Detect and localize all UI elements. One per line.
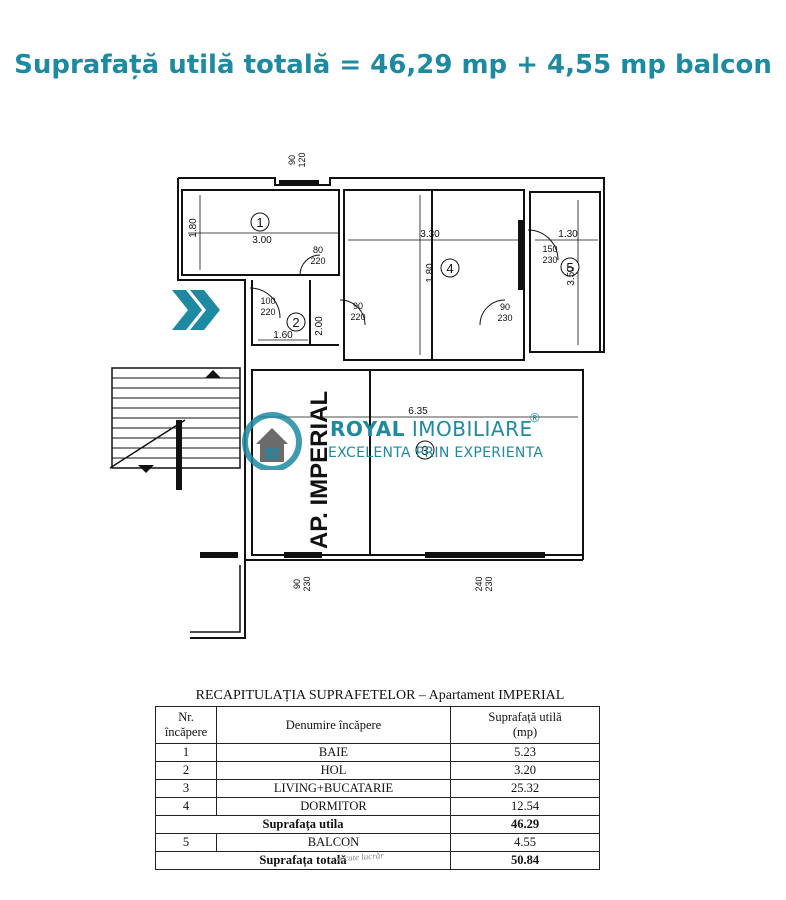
door-swings: [249, 229, 559, 326]
opening-balcony-door-a: 150: [542, 244, 557, 254]
room-number-5: 5: [566, 260, 573, 275]
door-entry: [249, 287, 281, 319]
balcony-walls: [529, 191, 601, 353]
dim-room5-height: 3.50: [566, 266, 577, 286]
recap-header-row: Nr. încăpere Denumire încăpere Suprafață…: [155, 706, 600, 744]
floor-plan: 1 2 3 4 5 3.00 1.80 1.60 2.00 3.30 1.80 …: [109, 152, 605, 639]
dimension-lines: [188, 195, 598, 418]
stair-handrail: [109, 419, 186, 469]
recap-title: RECAPITULAȚIA SUPRAFETELOR – Apartament …: [195, 688, 565, 703]
stair-down-arrow-icon: [138, 465, 154, 473]
lower-wall-outer: [190, 565, 241, 633]
windows: [200, 180, 545, 558]
apartment-label: AP. IMPERIAL: [306, 391, 333, 549]
opening-entry-door-b: 220: [260, 307, 275, 317]
opening-top-window-b: 120: [297, 152, 307, 167]
dim-room4-height: 1.80: [425, 263, 436, 283]
door-hall: [339, 299, 366, 326]
stair-up-arrow-icon: [205, 370, 221, 378]
dim-room1-height: 1.80: [188, 218, 199, 238]
window-left-lower: [200, 552, 238, 558]
opening-bedroom-door-a: 90: [500, 302, 510, 312]
entry-arrow-icon: [172, 290, 220, 330]
opening-entry-door-a: 100: [260, 296, 275, 306]
subtotal-row: Suprafața utila 46.29: [155, 815, 600, 834]
header-area: Suprafață utilă (mp): [450, 706, 600, 744]
window-bottom-right: [425, 552, 545, 558]
opening-hall-door-b: 220: [350, 312, 365, 322]
dim-room2-width: 1.60: [273, 330, 293, 341]
stair-post: [176, 420, 182, 490]
outer-wall-top: [178, 177, 605, 353]
window-bottom-left: [284, 552, 322, 558]
opening-labels: 90 120 80 220 100 220 90 220 90 230 150 …: [260, 152, 557, 591]
table-row: 1 BAIE 5.23: [155, 743, 600, 762]
table-row: 2 HOL 3.20: [155, 761, 600, 780]
dim-room2-height: 2.00: [314, 316, 325, 336]
outer-wall-left: [177, 178, 583, 561]
room-number-3: 3: [421, 443, 428, 458]
opening-bottom-left-b: 230: [302, 576, 312, 591]
opening-balcony-door-b: 230: [542, 255, 557, 265]
room-number-1: 1: [256, 215, 263, 230]
header-nr: Nr. încăpere: [155, 706, 217, 744]
door-bedroom: [479, 299, 506, 326]
door-bath: [299, 254, 321, 276]
dim-room1-width: 3.00: [252, 235, 272, 246]
opening-bath-door-b: 220: [310, 256, 325, 266]
opening-bottom-right-a: 240: [474, 576, 484, 591]
dim-room3-width: 6.35: [408, 406, 428, 417]
dimension-labels: 3.00 1.80 1.60 2.00 3.30 1.80 1.30 3.50 …: [188, 218, 578, 417]
opening-bedroom-door-b: 230: [497, 313, 512, 323]
opening-bottom-left-a: 90: [292, 579, 302, 589]
opening-top-window-a: 90: [287, 155, 297, 165]
opening-hall-door-a: 90: [353, 301, 363, 311]
dim-room4-width: 3.30: [420, 229, 440, 240]
opening-bottom-right-b: 230: [484, 576, 494, 591]
header-name: Denumire încăpere: [216, 706, 451, 744]
window-top: [279, 180, 319, 185]
total-row: Suprafața totală 50.84: [155, 851, 600, 870]
room-number-4: 4: [446, 261, 453, 276]
window-bedroom: [518, 220, 524, 290]
recap-table: Nr. încăpere Denumire încăpere Suprafață…: [155, 706, 600, 870]
table-row: 4 DORMITOR 12.54: [155, 797, 600, 816]
room-markers: 1 2 3 4 5: [250, 212, 580, 460]
room-number-2: 2: [292, 315, 299, 330]
table-row: 3 LIVING+BUCATARIE 25.32: [155, 779, 600, 798]
table-row: 5 BALCON 4.55: [155, 833, 600, 852]
opening-bath-door-a: 80: [313, 245, 323, 255]
lower-wall: [190, 560, 246, 639]
bathroom-walls: [181, 189, 340, 276]
dim-room5-width: 1.30: [558, 229, 578, 240]
living-room-walls: [251, 369, 584, 556]
door-balcony: [527, 229, 559, 261]
stair-steps: [112, 377, 240, 459]
page-headline: Suprafață utilă totală = 46,29 mp + 4,55…: [14, 50, 772, 80]
